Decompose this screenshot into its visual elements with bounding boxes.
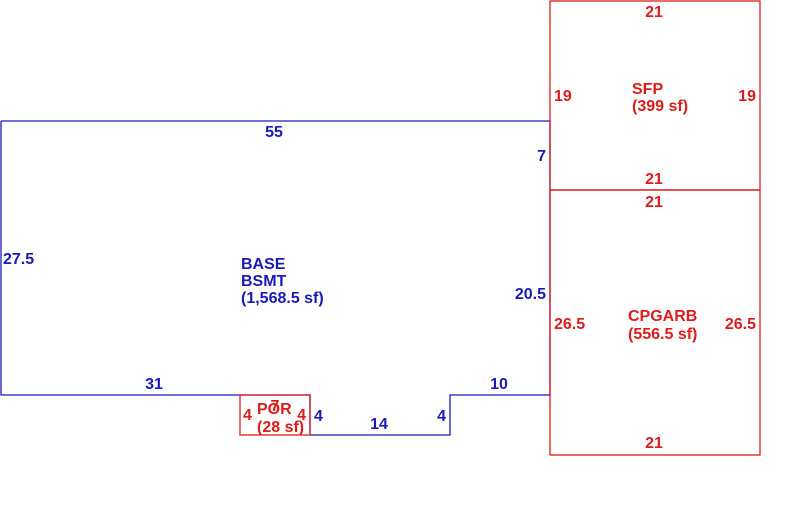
base-code-label: BASE — [241, 256, 286, 273]
dim-base-left: 27.5 — [3, 251, 34, 268]
cpgarb-area-label: (556.5 sf) — [628, 326, 697, 343]
cpgarb-code-label: CPGARB — [628, 308, 697, 325]
por-outline — [239, 394, 311, 436]
dim-por-top: 7 — [271, 398, 280, 415]
dim-sfp-bottom: 21 — [645, 171, 663, 188]
dim-sfp-right: 19 — [738, 88, 756, 105]
dim-sfp-top: 21 — [645, 4, 663, 21]
base-area-label: (1,568.5 sf) — [241, 290, 324, 307]
dim-base-right-lower: 20.5 — [515, 286, 546, 303]
dim-por-left: 4 — [243, 407, 252, 424]
dim-notch-bottom: 14 — [370, 416, 388, 433]
dim-sfp-left: 19 — [554, 88, 572, 105]
sfp-code-label: SFP — [632, 81, 663, 98]
dim-por-right: 4 — [297, 407, 306, 424]
dim-cpg-right: 26.5 — [725, 316, 756, 333]
cpgarb-outline — [549, 189, 761, 456]
dim-cpg-top: 21 — [645, 194, 663, 211]
dim-notch-left: 4 — [314, 408, 323, 425]
dim-cpg-left: 26.5 — [554, 316, 585, 333]
dim-base-right-upper: 7 — [537, 148, 546, 165]
dim-notch-right: 4 — [437, 408, 446, 425]
dim-base-bottom-right: 10 — [490, 376, 508, 393]
dim-base-bottom-left: 31 — [145, 376, 163, 393]
por-code-label: POR — [257, 401, 292, 418]
por-area-label: (28 sf) — [257, 419, 304, 436]
sfp-area-label: (399 sf) — [632, 98, 688, 115]
base-sub-label: BSMT — [241, 273, 287, 290]
dim-base-top: 55 — [265, 124, 283, 141]
dim-cpg-bottom: 21 — [645, 435, 663, 452]
